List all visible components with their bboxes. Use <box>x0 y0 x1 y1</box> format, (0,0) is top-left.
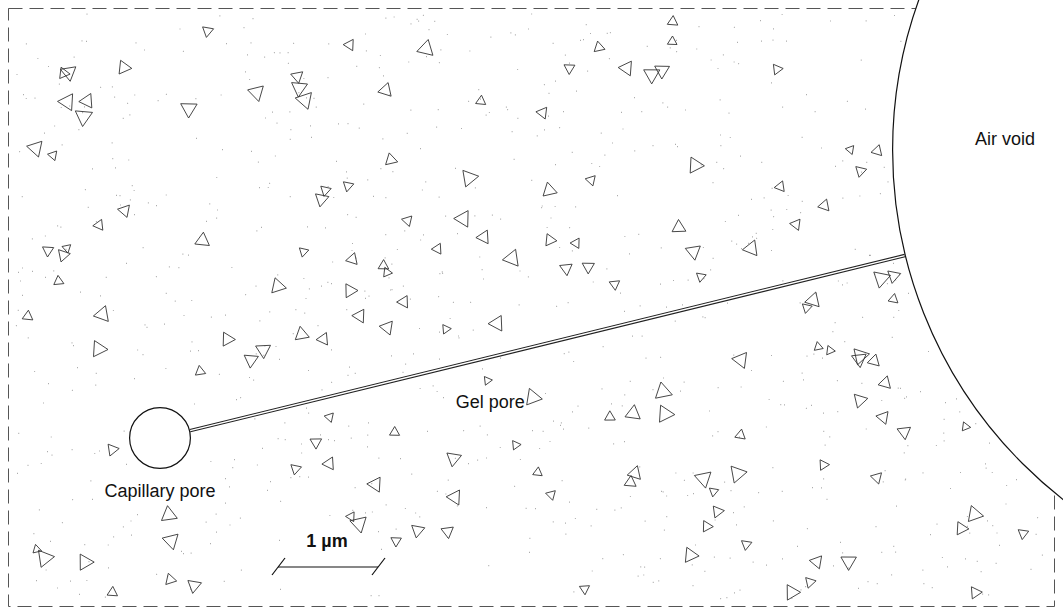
gel-pore-label: Gel pore <box>456 392 525 414</box>
scale-bar <box>272 558 385 575</box>
gel-pore-channel <box>190 256 905 431</box>
aggregate-triangles <box>22 16 1028 601</box>
void-label: Air void <box>975 129 1035 151</box>
sand-dots <box>16 14 1043 599</box>
air-void: Air void <box>892 0 1063 594</box>
circle-outline <box>892 0 1063 594</box>
scale-label: 1 µm <box>306 531 347 553</box>
capillary-pore: Capillary pore <box>129 407 191 469</box>
circle-outline <box>129 407 191 469</box>
pore-label: Capillary pore <box>104 481 215 503</box>
